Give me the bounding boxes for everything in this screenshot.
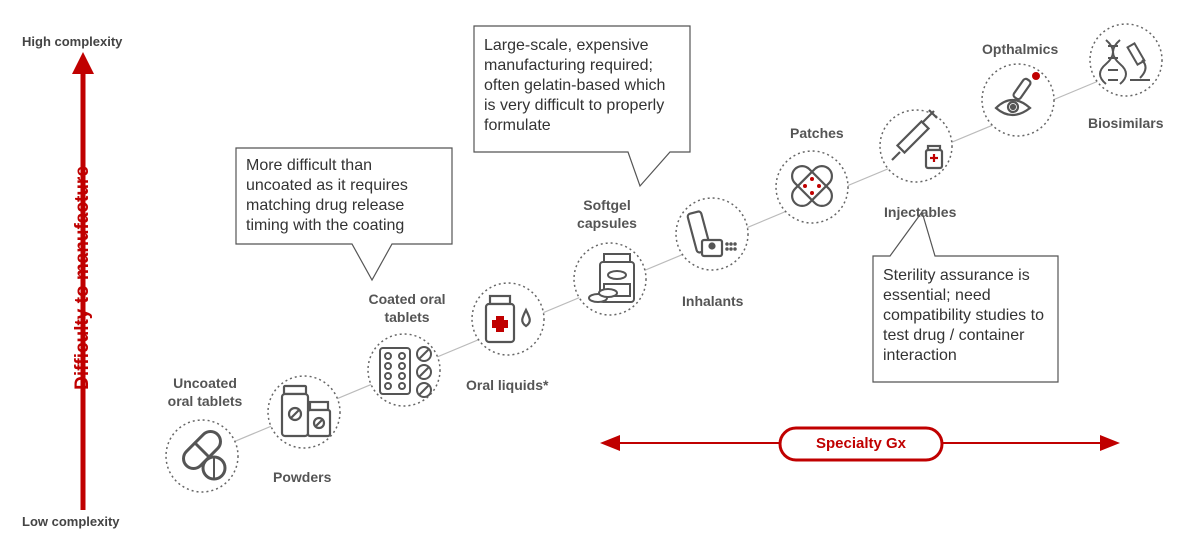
callout-softgel-shape	[473, 25, 691, 188]
callout-coated-shape	[235, 147, 453, 282]
inhaler-icon	[686, 210, 737, 258]
label-powders: Powders	[273, 469, 332, 485]
vertical-axis-arrow	[72, 52, 94, 510]
callout-coated-text: More difficult than uncoated as it requi…	[246, 157, 408, 234]
difficulty-axis-title: Difficulty to manufacture	[72, 166, 93, 390]
specialty-gx-label: Specialty Gx	[815, 435, 907, 452]
label-patches: Patches	[790, 125, 844, 141]
syringe-vial-icon	[891, 109, 944, 170]
blister-pack-icon	[379, 346, 432, 398]
callout-injectables-text: Sterility assurance is essential; need c…	[883, 267, 1044, 364]
specialty-arrow	[600, 426, 1120, 462]
callout-injectables-shape	[872, 210, 1059, 383]
low-complexity-label: Low complexity	[22, 514, 120, 529]
label-softgel: Softgel capsules	[577, 197, 637, 231]
eye-dropper-icon	[994, 72, 1040, 117]
softgel-bottle-icon	[588, 253, 635, 303]
progression-line	[194, 71, 1121, 459]
label-injectables: Injectables	[884, 204, 957, 220]
label-inhalants: Inhalants	[682, 293, 744, 309]
dna-microscope-icon	[1099, 39, 1150, 85]
node-circle-biosimilars	[1089, 23, 1163, 97]
high-complexity-label: High complexity	[22, 34, 123, 49]
node-circle-injectables	[879, 109, 953, 183]
label-biosimilars: Biosimilars	[1088, 115, 1164, 131]
label-oral-liquids: Oral liquids*	[466, 377, 549, 393]
label-coated: Coated oral tablets	[368, 291, 446, 325]
node-circle-inhalants	[675, 197, 749, 271]
label-opthalmics: Opthalmics	[982, 41, 1059, 57]
label-uncoated: Uncoated oral tablets	[167, 375, 243, 409]
pills-icon	[182, 430, 227, 481]
bandage-icon	[791, 165, 833, 207]
powder-bottles-icon	[280, 384, 332, 438]
callout-softgel-text: Large-scale, expensive manufacturing req…	[484, 37, 666, 134]
medicine-bottle-icon	[484, 294, 531, 344]
